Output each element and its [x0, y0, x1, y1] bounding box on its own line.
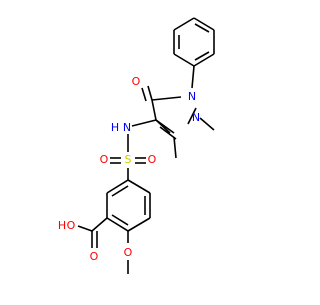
structure-svg: O N N H N O S O H O O O: [58, 17, 215, 274]
atom-o-hydroxyl: O: [67, 219, 76, 232]
phenyl-ring: [173, 17, 215, 67]
atom-o-sulfonyl-right: O: [148, 153, 157, 166]
atom-n1: N: [188, 90, 196, 103]
atom-sulfur: S: [125, 153, 132, 166]
bond-n2-methyl: [199, 117, 215, 131]
benzene-ring: [106, 179, 151, 232]
atom-oh-h: H: [58, 219, 66, 232]
sulfonyl-bonds: [110, 157, 146, 164]
bond-phenyl-n1: [191, 65, 195, 89]
atom-n2: N: [192, 111, 200, 124]
atom-o-carbonyl: O: [90, 250, 99, 263]
bond-c5-methyl: [173, 136, 177, 159]
carboxyl-bonds: [77, 217, 108, 248]
ketone-bond: [141, 85, 153, 102]
atom-nh-h: H: [111, 121, 119, 134]
atom-o-sulfonyl-left: O: [100, 153, 109, 166]
atom-o-methoxy: O: [124, 246, 133, 259]
molecule-diagram: O N N H N O S O H O O O: [58, 17, 215, 274]
bond-c4-nh: [131, 119, 157, 127]
atom-o-ketone: O: [132, 75, 141, 88]
atom-nh: N: [123, 121, 131, 134]
pyrazolone-ring: [151, 96, 197, 140]
